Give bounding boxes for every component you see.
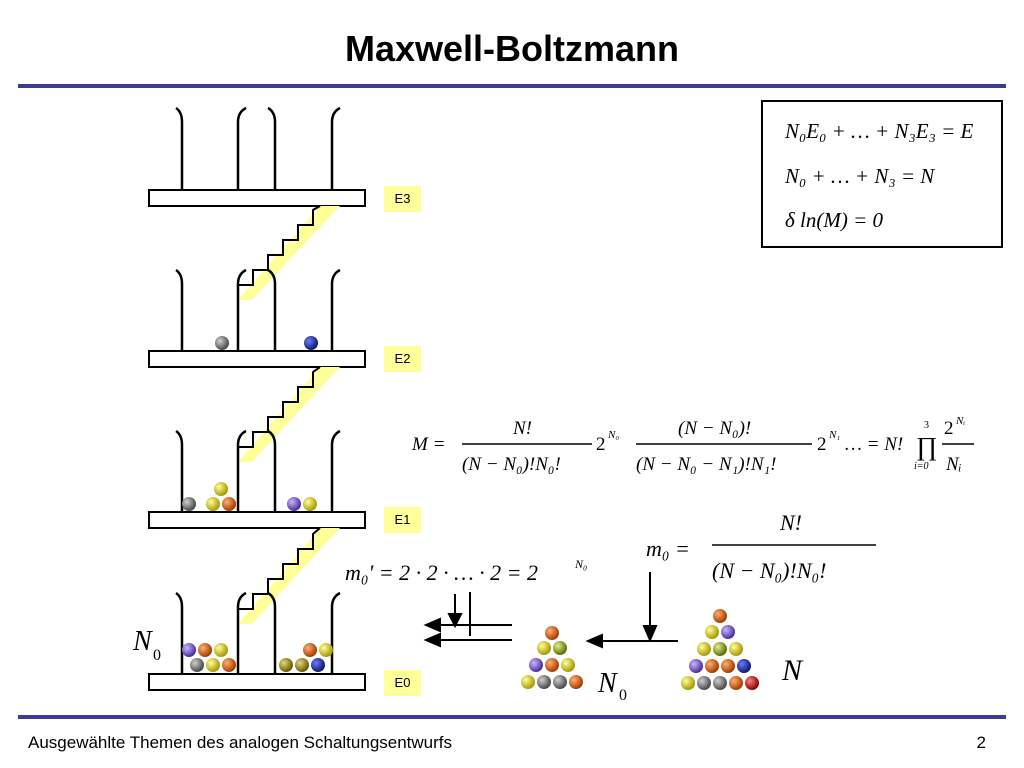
svg-text:2: 2: [944, 418, 954, 439]
constraint-energy: N₀E₀ + … + N₃E₃ = E: [784, 119, 974, 143]
svg-text:Nᵢ: Nᵢ: [955, 415, 965, 427]
svg-text:0: 0: [153, 647, 161, 664]
svg-text:0: 0: [619, 687, 627, 704]
svg-text:(N − N₀)!N₀!: (N − N₀)!N₀!: [462, 454, 561, 475]
constraint-count: N₀ + … + N₃ = N: [784, 164, 935, 188]
shelf-e2: [148, 350, 366, 368]
particles-e0: [182, 643, 333, 672]
page-number: 2: [976, 733, 986, 752]
svg-text:(N − N₀)!: (N − N₀)!: [678, 418, 751, 439]
level-e3-label: E3: [384, 186, 421, 212]
walls-e3: [175, 106, 341, 190]
svg-text:N!: N!: [779, 510, 802, 535]
shelf-e0: [148, 673, 366, 691]
arrows: [423, 572, 678, 649]
svg-text:N₀: N₀: [574, 557, 587, 571]
formula-m0-prime: m₀' = 2 · 2 · … · 2 = 2 N₀: [345, 557, 587, 585]
svg-text:(N − N₀)!N₀!: (N − N₀)!N₀!: [712, 558, 826, 583]
svg-text:N₁: N₁: [828, 429, 840, 441]
svg-text:Nᵢ: Nᵢ: [945, 454, 962, 475]
level-e2-label: E2: [384, 346, 421, 372]
title-rule: [18, 84, 1006, 88]
walls-e0: [175, 591, 341, 674]
svg-text:∏: ∏: [916, 432, 937, 461]
walls-e1: [175, 429, 341, 512]
svg-text:N!: N!: [512, 418, 532, 439]
shelf-e1: [148, 511, 366, 529]
staircase-e1-e2: [237, 366, 340, 462]
label-n0-left: N 0: [132, 626, 161, 664]
svg-text:3: 3: [924, 420, 929, 431]
particles-e1: [182, 482, 317, 511]
svg-text:N: N: [597, 668, 618, 699]
svg-text:m₀ =: m₀ =: [646, 536, 690, 561]
svg-text:i=0: i=0: [914, 461, 929, 472]
formula-m0: m₀ = N! (N − N₀)!N₀!: [646, 510, 876, 583]
walls-e2: [175, 268, 341, 351]
particles-e2: [215, 336, 318, 350]
formula-multiplicity: M = N! (N − N₀)!N₀! 2 N₀ (N − N₀)! (N − …: [411, 415, 974, 475]
constraints-box: [761, 100, 1003, 248]
footer-rule: [18, 715, 1006, 719]
pyramid-n: [681, 609, 759, 690]
level-e1-label: E1: [384, 507, 421, 533]
level-e0-label: E0: [384, 670, 421, 696]
shelf-e3: [148, 189, 366, 207]
svg-text:M =: M =: [411, 434, 445, 455]
slide-title: Maxwell-Boltzmann: [344, 28, 680, 69]
footer-text: Ausgewählte Themen des analogen Schaltun…: [28, 733, 453, 752]
label-n-pyramid: N: [781, 654, 804, 687]
pyramid-n0: [521, 626, 583, 689]
staircase-e0-e1: [237, 527, 340, 624]
svg-text:2: 2: [596, 434, 606, 455]
svg-text:m₀' = 2 · 2 · … · 2 = 2: m₀' = 2 · 2 · … · 2 = 2: [345, 560, 538, 585]
label-n0-pyramid: N 0: [597, 668, 627, 704]
svg-text:N₀: N₀: [607, 429, 619, 441]
svg-text:2: 2: [817, 434, 827, 455]
staircase-e2-e3: [237, 205, 340, 300]
constraint-variation: δ ln(M) = 0: [785, 208, 883, 232]
svg-text:… = N!: … = N!: [845, 434, 903, 455]
svg-text:(N − N₀ − N₁)!N₁!: (N − N₀ − N₁)!N₁!: [636, 454, 776, 475]
svg-text:N: N: [132, 626, 153, 657]
